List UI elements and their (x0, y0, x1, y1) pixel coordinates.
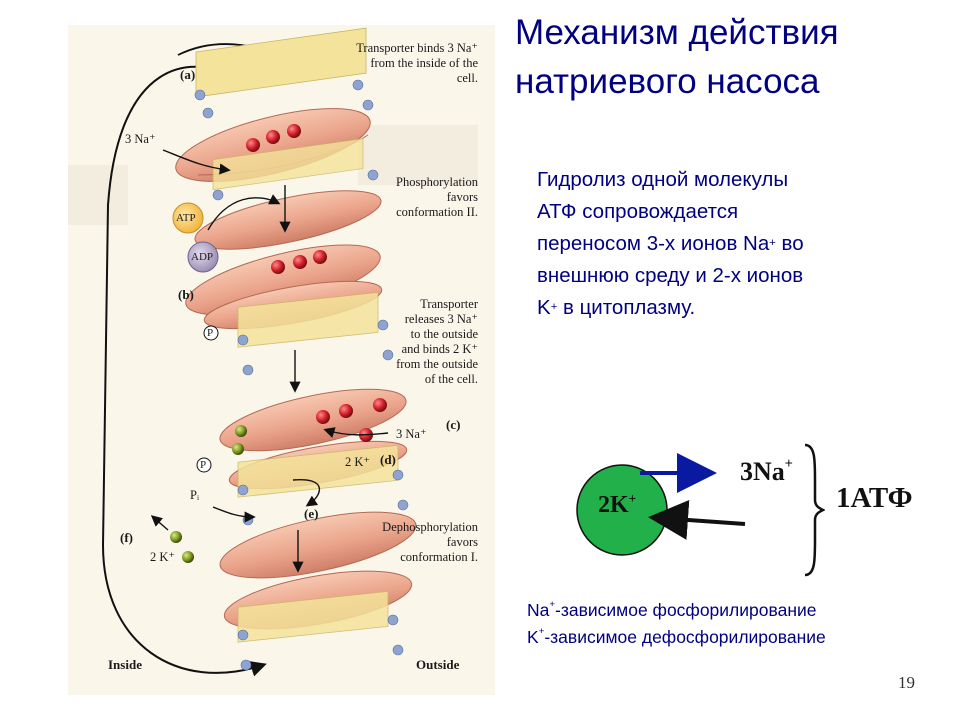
description-line-5: K+ в цитоплазму. (537, 292, 937, 324)
na-scheme-label: 3Na+ (740, 455, 793, 487)
description-line-3-suffix: во (775, 232, 804, 255)
phosphate-icon-2 (196, 457, 212, 473)
page-number: 19 (898, 673, 915, 692)
outside-label: Outside (416, 657, 460, 672)
cycle-arrow (101, 65, 267, 677)
na-scheme-text: 3Na (740, 457, 785, 486)
step-label-releases-na: Transporter releases 3 Na⁺ to the outsid… (396, 297, 478, 386)
description-line-4: внешнюю среду и 2-х ионов (537, 264, 804, 287)
brace (804, 443, 825, 577)
slide-title: Механизм действия натриевого насоса (515, 13, 839, 101)
k-scheme-text: 2K (598, 492, 629, 518)
step-c: (c) (446, 417, 461, 432)
description-na-sup: + (769, 236, 776, 249)
description-line-2: АТФ сопровождается (537, 200, 739, 223)
description-line-3-text: переносом 3-х ионов Na (537, 232, 770, 255)
k-outside-label: 2 K⁺ (345, 455, 370, 469)
pump-illustration (68, 27, 478, 677)
description-line-1: Гидролиз одной молекулы (537, 168, 789, 191)
na-scheme-sup: + (784, 455, 793, 472)
step-label-phosphorylation: Phosphorylation favors conformation II. (396, 175, 478, 219)
atp-label: ATP (176, 212, 196, 224)
step-a: (a) (180, 67, 196, 82)
description-k-sup: + (550, 300, 558, 313)
phosphate-label-2: P (200, 459, 207, 471)
atp-scheme-label: 1АТФ (836, 482, 913, 514)
atp-icon (172, 202, 204, 234)
potassium-ions (170, 425, 247, 563)
step-label-binds-na: Transporter binds 3 Na⁺ from the inside … (356, 41, 478, 85)
step-f: (f) (120, 530, 133, 545)
footnote-k-sup: + (538, 626, 545, 638)
adp-icon (187, 241, 219, 273)
pi-label: Pᵢ (190, 488, 199, 502)
footnote-na-sup: + (549, 599, 555, 611)
process-arrows (150, 149, 389, 573)
membrane-protein-panels (175, 27, 417, 671)
footnote-na-ion: Na (527, 600, 550, 620)
step-label-dephosphorylation: Dephosphorylation favors conformation I. (382, 520, 478, 564)
footnote-na: Na+-зависимое фосфорилирование (527, 599, 817, 621)
na-inside-label: 3 Na⁺ (125, 132, 156, 146)
phosphate-icon-1 (203, 325, 219, 341)
description-k: K (537, 296, 551, 319)
footnote-k-text: -зависимое дефосфорилирование (544, 627, 826, 647)
pump-scheme-graphic (576, 443, 825, 577)
k-scheme-label: 2K+ (598, 490, 637, 519)
na-outside-label: 3 Na⁺ (396, 427, 427, 441)
step-e: (e) (304, 506, 319, 521)
footnote-na-text: -зависимое фосфорилирование (555, 600, 817, 620)
adp-label: ADP (191, 251, 214, 263)
description-text: Гидролиз одной молекулы АТФ сопровождает… (537, 164, 937, 324)
k-inside-label: 2 K⁺ (150, 550, 175, 564)
footnote-k: K+-зависимое дефосфорилирование (527, 626, 826, 648)
step-d: (d) (380, 452, 396, 467)
inside-label: Inside (108, 657, 142, 672)
k-scheme-sup: + (628, 490, 637, 506)
step-b: (b) (178, 287, 194, 302)
pump-mechanism-figure: Transporter binds 3 Na⁺ from the inside … (68, 25, 495, 695)
phosphate-label-1: P (207, 327, 214, 339)
k-in-arrow (648, 500, 746, 540)
description-line-3: переносом 3-х ионов Na+ во (537, 228, 937, 260)
description-line-5-text: в цитоплазму. (562, 296, 696, 319)
sodium-ions (246, 124, 387, 442)
footnote-k-ion: K (527, 627, 539, 647)
